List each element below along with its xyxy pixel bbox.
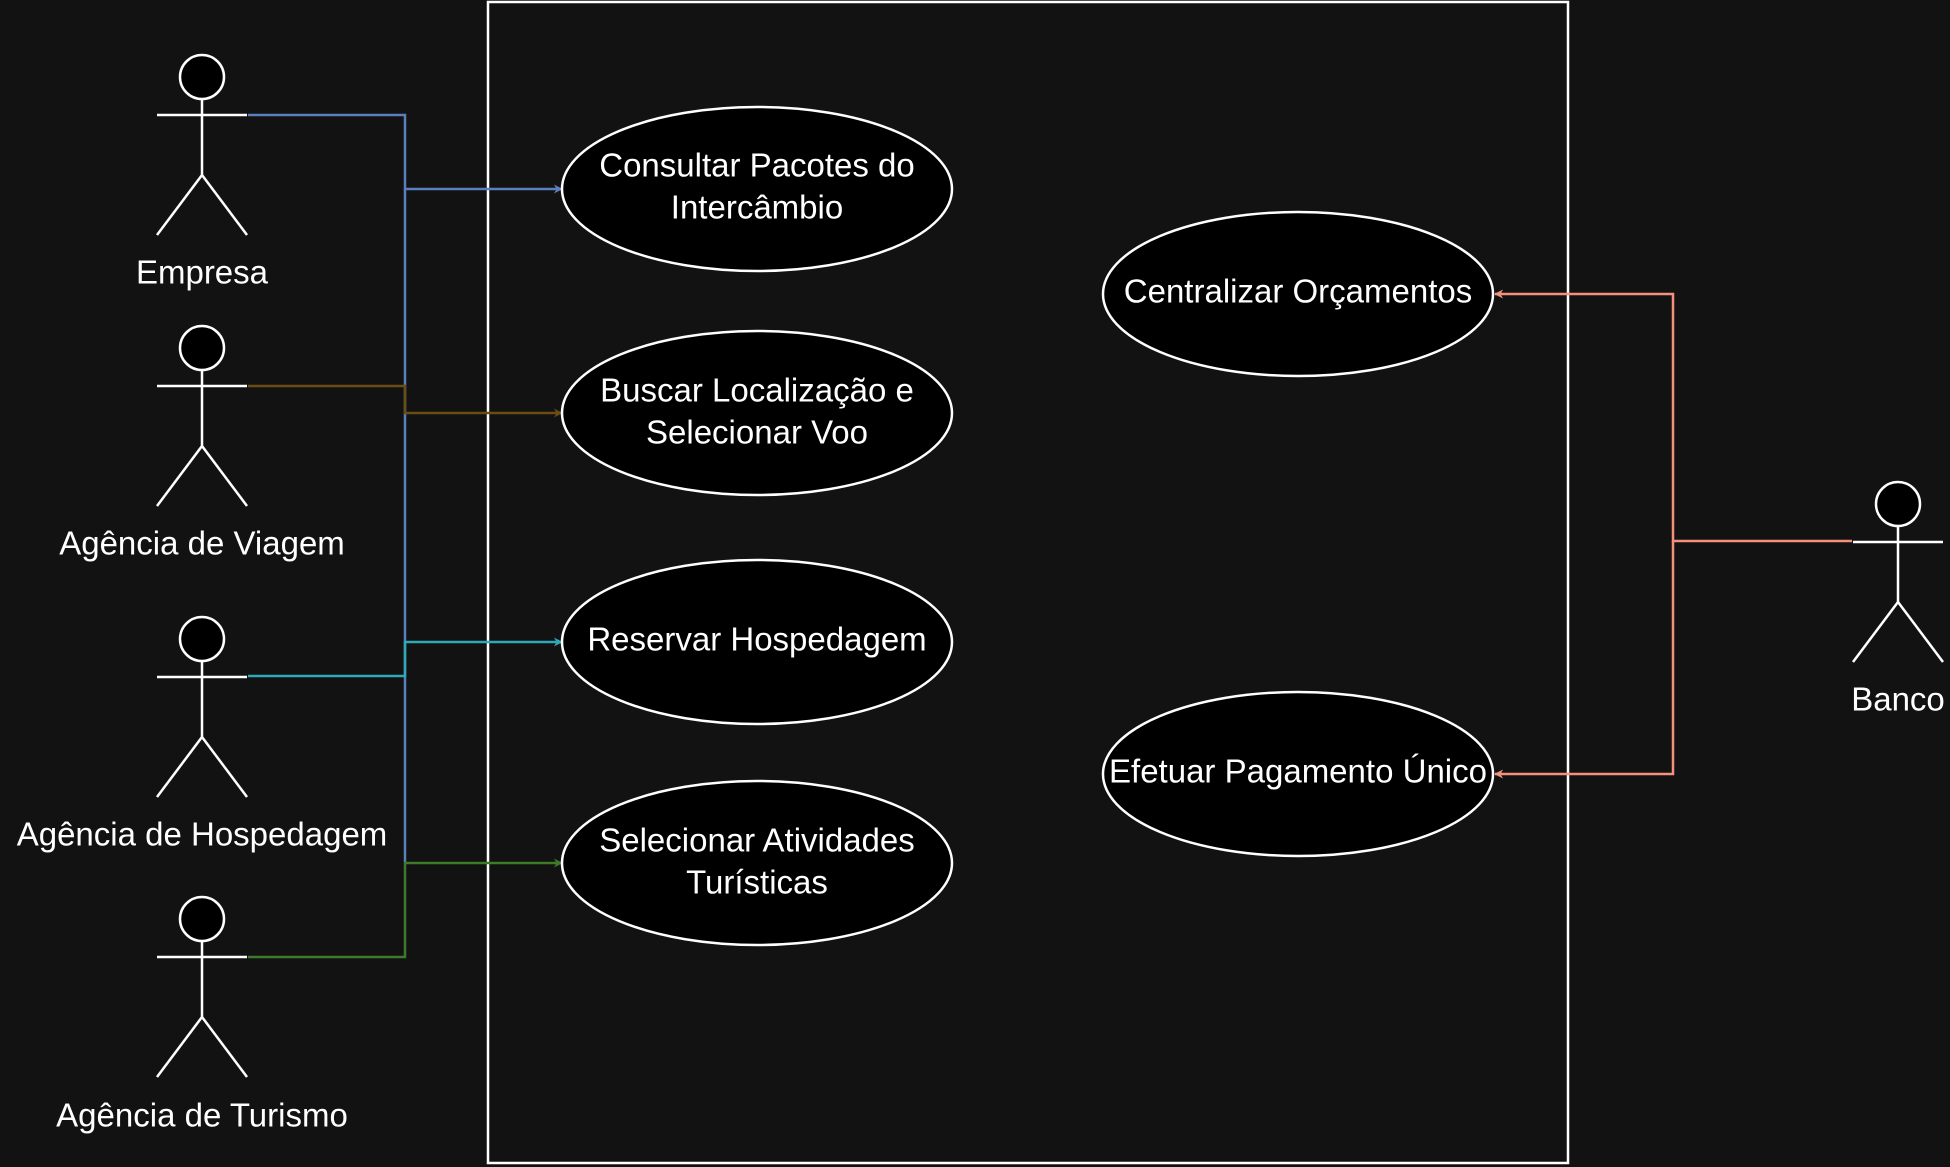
use-case-ellipse bbox=[1101, 690, 1495, 858]
actor-head bbox=[1874, 480, 1922, 528]
actor-head bbox=[178, 615, 226, 663]
use-case-reservar-hospedagem[interactable]: Reservar Hospedagem bbox=[560, 558, 954, 726]
use-case-efetuar-pagamento[interactable]: Efetuar Pagamento Único bbox=[1101, 690, 1495, 858]
actor-agencia-de-turismo[interactable]: Agência de Turismo bbox=[56, 895, 348, 1134]
actor-agencia-de-viagem[interactable]: Agência de Viagem bbox=[59, 324, 345, 562]
actor-agencia-de-hospedagem[interactable]: Agência de Hospedagem bbox=[17, 615, 388, 853]
use-case-label-line1: Consultar Pacotes do bbox=[599, 147, 915, 184]
use-case-label: Reservar Hospedagem bbox=[587, 621, 926, 658]
actor-body bbox=[1852, 526, 1944, 663]
use-case-consultar-pacotes[interactable]: Consultar Pacotes do Intercâmbio bbox=[560, 105, 954, 273]
use-case-label-line1: Selecionar Atividades bbox=[599, 822, 915, 859]
connector-banco-centralizar bbox=[1494, 289, 1852, 543]
use-case-buscar-localizacao[interactable]: Buscar Localização e Selecionar Voo bbox=[560, 329, 954, 497]
use-case-label-line2: Selecionar Voo bbox=[646, 414, 868, 451]
use-case-label-line2: Intercâmbio bbox=[671, 189, 843, 226]
connector-turismo-selecionar bbox=[248, 858, 563, 959]
use-case-label: Centralizar Orçamentos bbox=[1124, 273, 1472, 310]
connector-banco-efetuar bbox=[1494, 541, 1675, 779]
actor-body bbox=[156, 99, 248, 236]
use-case-ellipse bbox=[560, 329, 954, 497]
actor-head bbox=[178, 53, 226, 101]
actor-label-agencia-de-hospedagem: Agência de Hospedagem bbox=[17, 816, 388, 853]
use-case-selecionar-atividades[interactable]: Selecionar Atividades Turísticas bbox=[560, 779, 954, 947]
actor-head bbox=[178, 895, 226, 943]
actor-head bbox=[178, 324, 226, 372]
connector-viagem-buscar bbox=[248, 384, 563, 418]
actor-body bbox=[156, 661, 248, 798]
use-case-centralizar-orcamentos[interactable]: Centralizar Orçamentos bbox=[1101, 210, 1495, 378]
actor-label-empresa: Empresa bbox=[136, 254, 269, 291]
actor-body bbox=[156, 941, 248, 1078]
use-case-label: Efetuar Pagamento Único bbox=[1109, 753, 1487, 790]
connector-hospedagem-reservar bbox=[248, 637, 563, 678]
actor-label-agencia-de-viagem: Agência de Viagem bbox=[59, 525, 345, 562]
use-case-label-line1: Buscar Localização e bbox=[600, 372, 914, 409]
use-case-label-line2: Turísticas bbox=[686, 864, 828, 901]
use-case-ellipse bbox=[560, 779, 954, 947]
system-boundary bbox=[486, 0, 1570, 1165]
actor-empresa[interactable]: Empresa bbox=[136, 53, 269, 291]
actor-body bbox=[156, 370, 248, 507]
use-case-ellipse bbox=[560, 105, 954, 273]
actor-label-banco: Banco bbox=[1851, 681, 1945, 718]
connector-empresa-consultar bbox=[248, 113, 563, 194]
use-case-ellipse bbox=[560, 558, 954, 726]
use-case-ellipse bbox=[1101, 210, 1495, 378]
actor-banco[interactable]: Banco bbox=[1851, 480, 1945, 718]
actor-label-agencia-de-turismo: Agência de Turismo bbox=[56, 1097, 348, 1134]
